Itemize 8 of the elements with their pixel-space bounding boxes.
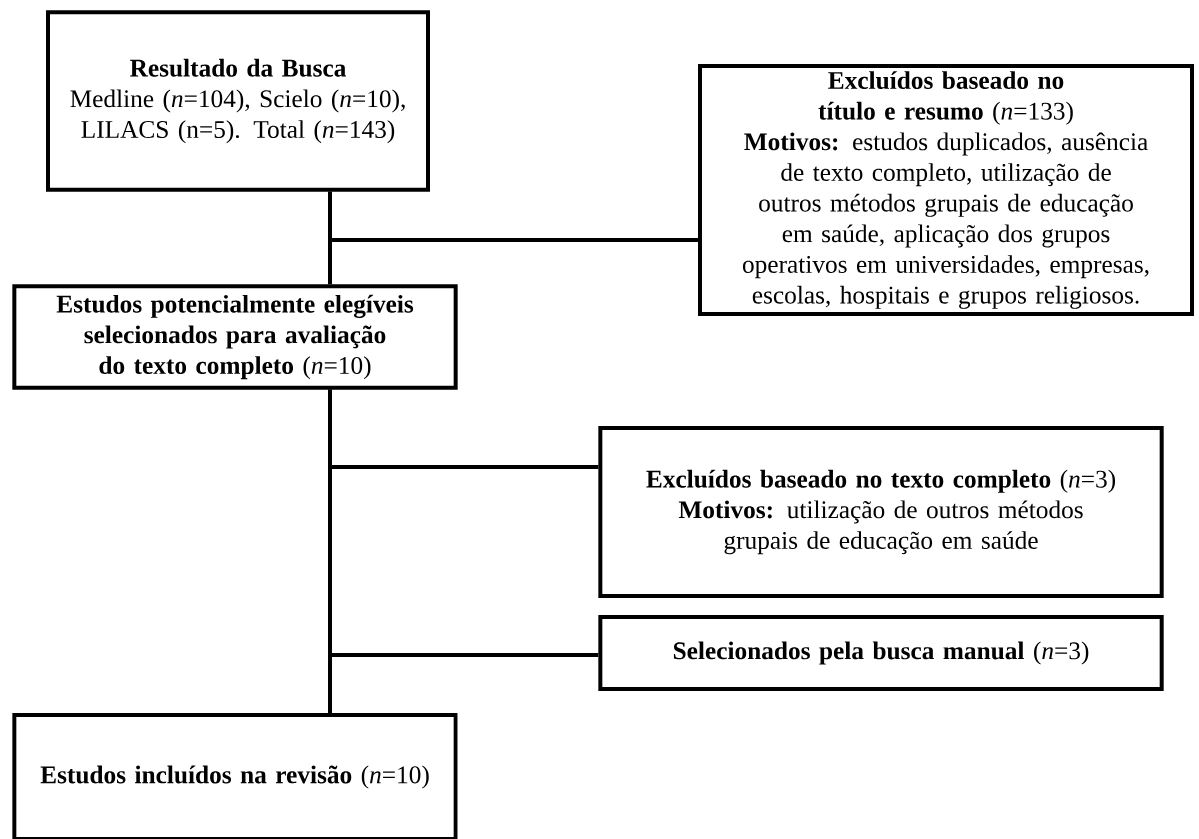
flow-box: Excluídos baseado no título e resumo (n=133) Motivos: estudos duplicados, ausência de texto completo, utilização de outros métodos grupais de educação em saúde, aplicação dos grupos operativos em universidades, empresas, escolas, hospitais e grupos religiosos. <box>698 64 1194 316</box>
flow-box: Resultado da Busca Medline (n=104), Scielo (n=10), LILACS (n=5). Total (n=143) <box>46 10 430 192</box>
flow-box: Estudos incluídos na revisão (n=10) <box>12 713 458 839</box>
flow-box: Excluídos baseado no texto completo (n=3) Motivos: utilização de outros métodos grupais de educação em saúde <box>598 426 1164 598</box>
connector-line <box>328 389 599 657</box>
flow-box: Estudos potencialmente elegíveis selecionados para avaliação do texto completo (n=10) <box>12 284 458 390</box>
connector-line <box>328 191 698 242</box>
flow-box: Selecionados pela busca manual (n=3) <box>598 615 1164 691</box>
